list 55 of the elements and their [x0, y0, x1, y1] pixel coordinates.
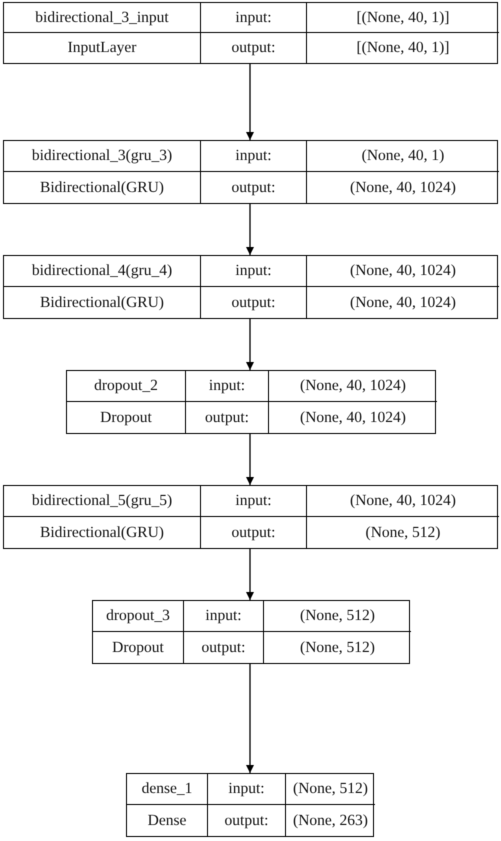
layer-type: Dropout	[67, 402, 186, 433]
shape-value: (None, 512)	[299, 638, 376, 658]
layer-name: bidirectional_3(gru_3)	[4, 141, 201, 172]
shape-value: (None, 40, 1024)	[349, 178, 457, 198]
arrow	[246, 434, 254, 485]
layer-type: Bidirectional(GRU)	[4, 287, 201, 318]
shape-value: (None, 40, 1024)	[307, 486, 499, 517]
port-label: output:	[201, 33, 307, 63]
port-label: output:	[186, 402, 269, 433]
arrow	[246, 549, 254, 600]
port-label: input:	[201, 141, 307, 172]
port-label: output:	[184, 632, 264, 663]
layer-type: Bidirectional(GRU)	[4, 517, 201, 548]
shape-value: [(None, 40, 1)]	[307, 3, 499, 33]
port-label: input:	[201, 256, 307, 287]
shape-value: (None, 263)	[292, 810, 369, 830]
layer-name: bidirectional_4(gru_4)	[4, 256, 201, 287]
port-label: output:	[208, 805, 286, 836]
layer-type: Dense	[127, 805, 208, 836]
layer-table	[92, 600, 410, 664]
arrow	[246, 319, 254, 370]
layer-table	[3, 485, 498, 549]
shape-value: [(None, 40, 1)]	[356, 38, 450, 58]
port-label: output:	[201, 172, 307, 203]
arrow	[246, 64, 254, 140]
layer-table	[66, 370, 436, 434]
shape-value: (None, 512)	[364, 522, 442, 542]
layer-table	[3, 140, 498, 204]
port-label: input:	[184, 601, 264, 632]
arrow	[246, 204, 254, 255]
port-label: input:	[201, 3, 307, 33]
layer-table	[3, 255, 498, 319]
layer-name: bidirectional_5(gru_5)	[4, 486, 201, 517]
layer-type: Bidirectional(GRU)	[4, 172, 201, 203]
layer-table	[3, 2, 498, 64]
port-label: output:	[201, 287, 307, 318]
port-label: input:	[186, 371, 269, 402]
arrow	[246, 664, 254, 773]
layer-name: dense_1	[127, 774, 208, 805]
layer-table	[126, 773, 374, 837]
port-label: input:	[201, 486, 307, 517]
shape-value: (None, 512)	[286, 774, 375, 805]
shape-value: (None, 40, 1024)	[307, 256, 499, 287]
shape-value: (None, 40, 1024)	[269, 371, 437, 402]
layer-name: bidirectional_3_input	[4, 3, 201, 33]
shape-value: (None, 40, 1024)	[299, 408, 407, 428]
shape-value: (None, 40, 1024)	[349, 292, 457, 312]
shape-value: (None, 512)	[264, 601, 411, 632]
port-label: input:	[208, 774, 286, 805]
layer-type: Dropout	[93, 632, 184, 663]
layer-type: InputLayer	[4, 33, 201, 63]
layer-name: dropout_3	[93, 601, 184, 632]
port-label: output:	[201, 517, 307, 548]
shape-value: (None, 40, 1)	[307, 141, 499, 172]
layer-name: dropout_2	[67, 371, 186, 402]
